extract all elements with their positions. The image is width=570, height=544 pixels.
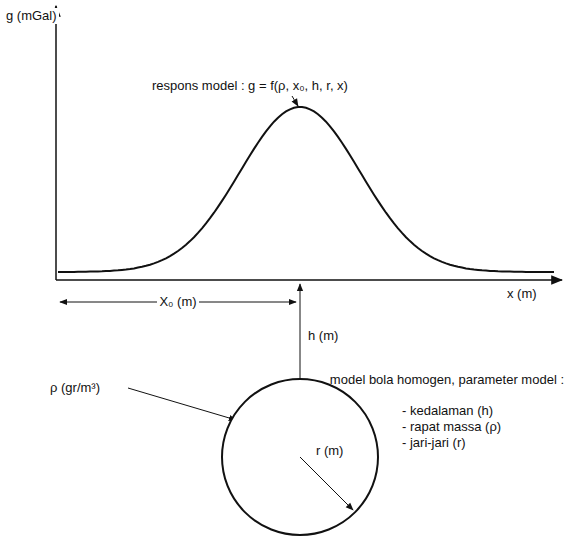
dimension-label: h (m) [306,328,340,344]
parameter-item: - jari-jari (r) [400,435,468,451]
parameter-item: - rapat massa (ρ) [400,419,503,435]
y-axis [55,6,57,280]
x-axis [56,279,562,281]
model-note: model bola homogen, parameter model : [328,372,566,388]
axis-label: g (mGal) [4,8,59,24]
model-response-label: respons model : g = f(ρ, x₀, h, r, x) [150,78,350,94]
radius-label: r (m) [314,443,345,459]
axis-label: x (m) [505,286,539,302]
sphere-model: r (m) [220,377,380,537]
leader-line [292,96,298,106]
dimension-label: X₀ (m) [157,294,198,310]
gravity-curve [58,107,554,272]
density-label: ρ (gr/m³) [48,380,102,396]
sphere-outline [220,377,380,537]
leader-line [128,388,236,420]
parameter-item: - kedalaman (h) [400,403,495,419]
